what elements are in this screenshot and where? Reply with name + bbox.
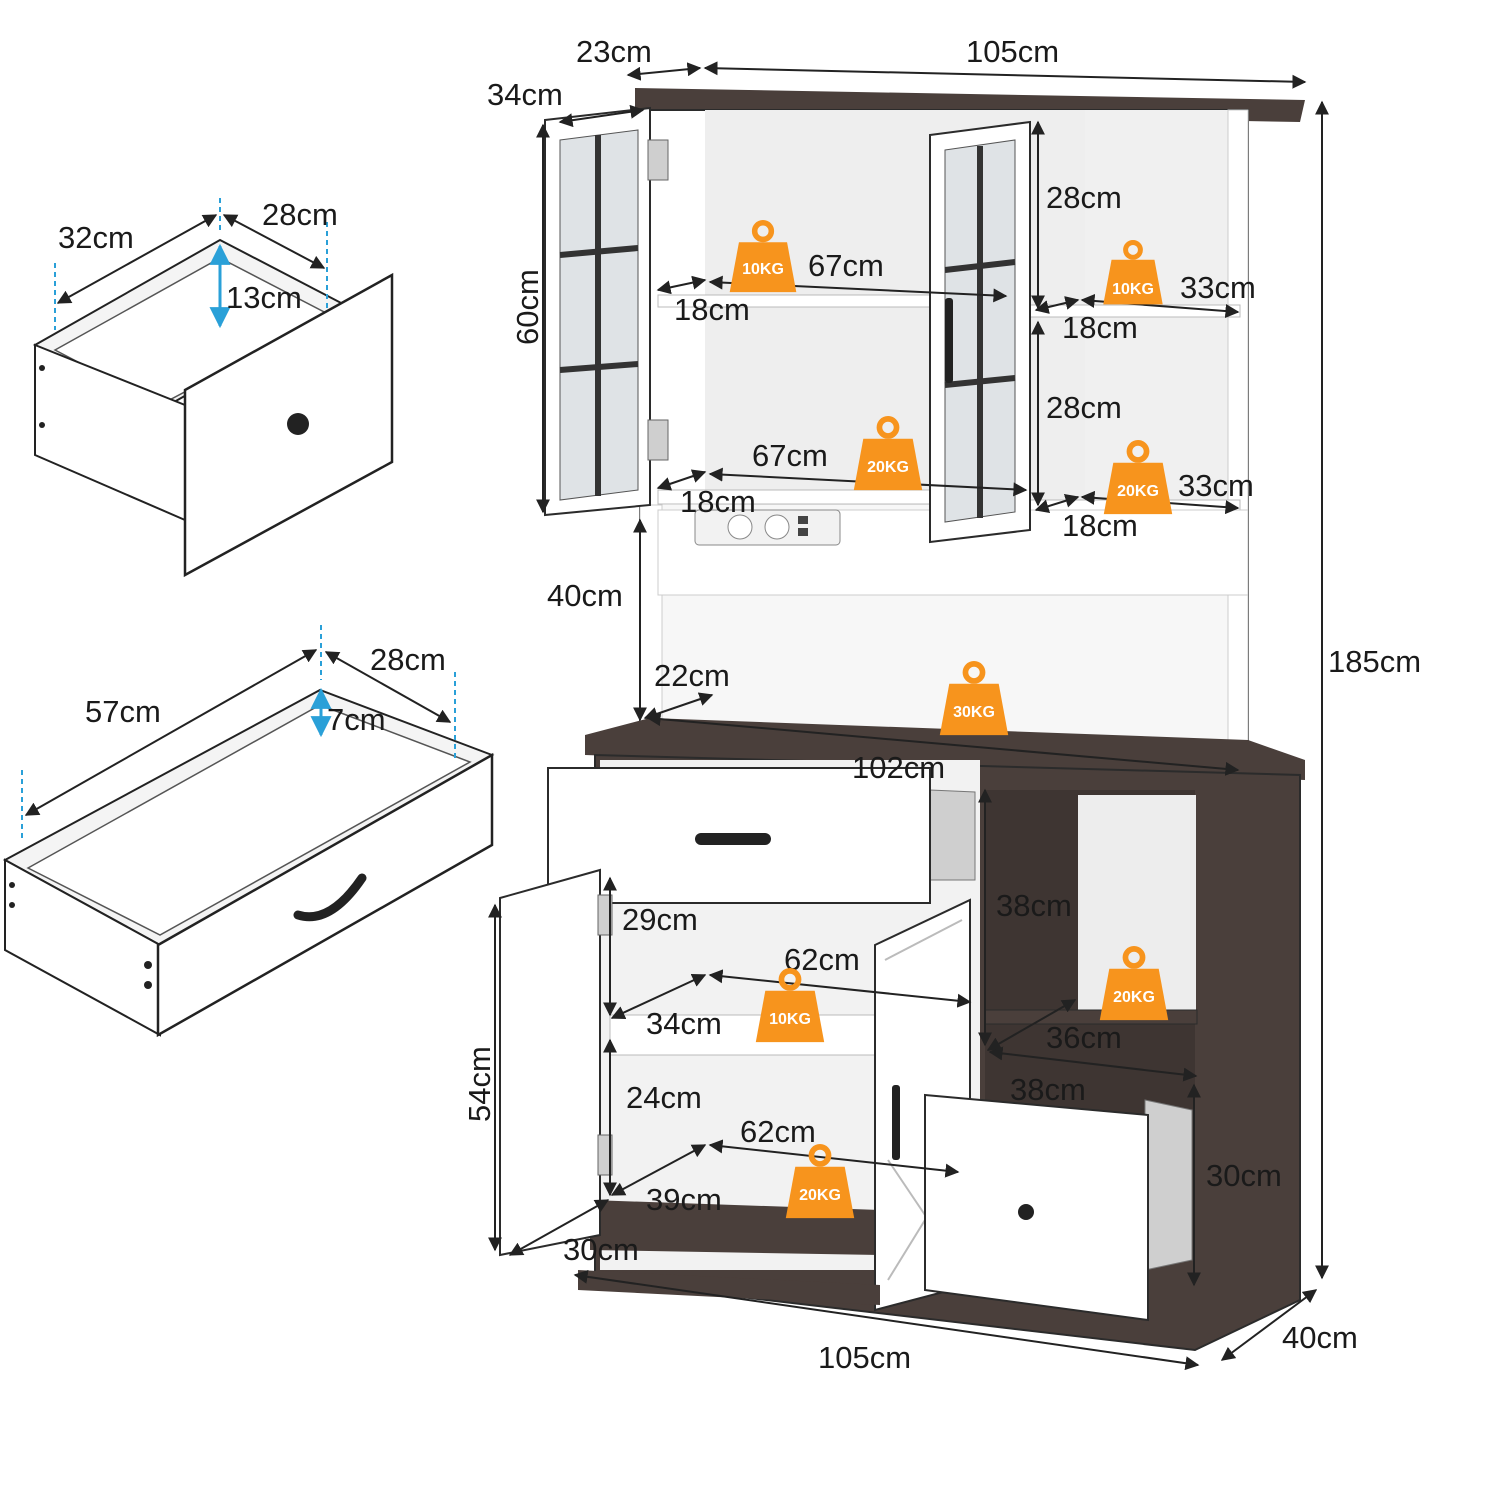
- weight-badge-icon: 20KG: [1104, 443, 1172, 514]
- cabinet-lower-height-label: 24cm: [626, 1080, 702, 1115]
- dimension-lines: [488, 61, 1329, 1371]
- cabinet-bottom-width-label: 62cm: [740, 1114, 816, 1149]
- weight-badge-icon: 10KG: [1103, 242, 1162, 304]
- small-drawer-depth-label: 28cm: [262, 197, 338, 232]
- hutch-door-depth-label: 34cm: [487, 77, 563, 112]
- counter-gap-height-label: 40cm: [547, 578, 623, 613]
- round-knob-icon: [287, 413, 309, 435]
- weight-badge-icon: 20KG: [1100, 949, 1168, 1020]
- small-drawer-illustration: 32cm 28cm 13cm: [32, 197, 394, 578]
- bar-handle-icon: [293, 873, 367, 922]
- socket-icon: [764, 514, 790, 540]
- long-drawer-front: [156, 752, 494, 1038]
- weight-upper-right: 10KG: [1112, 281, 1154, 298]
- cabinet-middle-shelf: [609, 1014, 881, 1056]
- right-drawer-width-label: 38cm: [1010, 1072, 1086, 1107]
- weight-lower-right: 20KG: [1117, 483, 1159, 500]
- bar-handle-icon: [945, 298, 953, 383]
- hinge-icon: [647, 419, 669, 461]
- upper-right-shelf-depth-label: 18cm: [1062, 310, 1138, 345]
- weight-badge-icon: 20KG: [854, 419, 922, 490]
- upper-left-shelf-width-label: 67cm: [808, 248, 884, 283]
- cabinet-shelf-depth-label: 34cm: [646, 1006, 722, 1041]
- socket-icon: [727, 514, 753, 540]
- long-drawer-depth-label: 28cm: [370, 642, 446, 677]
- hutch-depth-label: 23cm: [576, 34, 652, 69]
- upper-left-shelf-depth-label: 18cm: [674, 292, 750, 327]
- lower-left-shelf-depth-label: 18cm: [680, 484, 756, 519]
- usb-port-icon: [798, 528, 808, 536]
- top-width-label: 105cm: [966, 34, 1059, 69]
- cabinet-door-depth-label: 30cm: [563, 1232, 639, 1267]
- weight-badge-icon: 20KG: [786, 1147, 854, 1218]
- upper-right-shelf-width-label: 33cm: [1180, 270, 1256, 305]
- lower-right-shelf-width-label: 33cm: [1178, 468, 1254, 503]
- weight-upper-left: 10KG: [742, 261, 784, 278]
- right-drawer-height-label: 30cm: [1206, 1158, 1282, 1193]
- overall-height-label: 185cm: [1328, 644, 1421, 679]
- long-drawer-width-label: 57cm: [85, 694, 161, 729]
- bar-handle-icon: [892, 1085, 900, 1160]
- round-knob-icon: [1018, 1204, 1034, 1220]
- overall-depth-label: 40cm: [1282, 1320, 1358, 1355]
- bottom-drawer-front: [924, 1093, 1149, 1322]
- weight-cabinet-bottom: 20KG: [799, 1187, 841, 1204]
- weight-right-open: 20KG: [1113, 989, 1155, 1006]
- lower-right-gap-label: 28cm: [1046, 390, 1122, 425]
- counter-width-label: 102cm: [852, 750, 945, 785]
- bar-handle-icon: [695, 833, 771, 845]
- weight-badge-icon: 30KG: [940, 664, 1008, 735]
- counter-depth-label: 22cm: [654, 658, 730, 693]
- small-drawer-width-label: 32cm: [58, 220, 134, 255]
- weight-badges: 10KG 10KG 20KG 20KG 30KG 20KG 10KG 20KG: [730, 223, 1173, 1218]
- dimension-labels: 23cm 105cm 34cm 60cm 28cm 67cm 33cm 18cm…: [462, 34, 1421, 1375]
- upper-right-gap-label: 28cm: [1046, 180, 1122, 215]
- right-open-depth-label: 36cm: [1046, 1020, 1122, 1055]
- bottom-width-label: 105cm: [818, 1340, 911, 1375]
- small-drawer-height-label: 13cm: [226, 280, 302, 315]
- usb-port-icon: [798, 516, 808, 524]
- weight-counter: 30KG: [953, 704, 995, 721]
- left-cabinet-door: [499, 868, 601, 1257]
- hutch-height-label: 60cm: [510, 269, 545, 345]
- cabinet-door-height-label: 54cm: [462, 1046, 497, 1122]
- cabinet-bottom-depth-label: 39cm: [646, 1182, 722, 1217]
- long-drawer-height-label: 7cm: [327, 702, 386, 737]
- long-drawer-illustration: 57cm 28cm 7cm: [2, 625, 495, 1038]
- weight-badge-icon: 10KG: [730, 223, 797, 292]
- cabinet-top-height-label: 29cm: [622, 902, 698, 937]
- weight-cabinet-shelf: 10KG: [769, 1011, 811, 1028]
- lower-left-shelf-width-label: 67cm: [752, 438, 828, 473]
- weight-lower-left: 20KG: [867, 459, 909, 476]
- weight-badge-icon: 10KG: [756, 971, 824, 1042]
- hinge-icon: [647, 139, 669, 181]
- right-open-height-label: 38cm: [996, 888, 1072, 923]
